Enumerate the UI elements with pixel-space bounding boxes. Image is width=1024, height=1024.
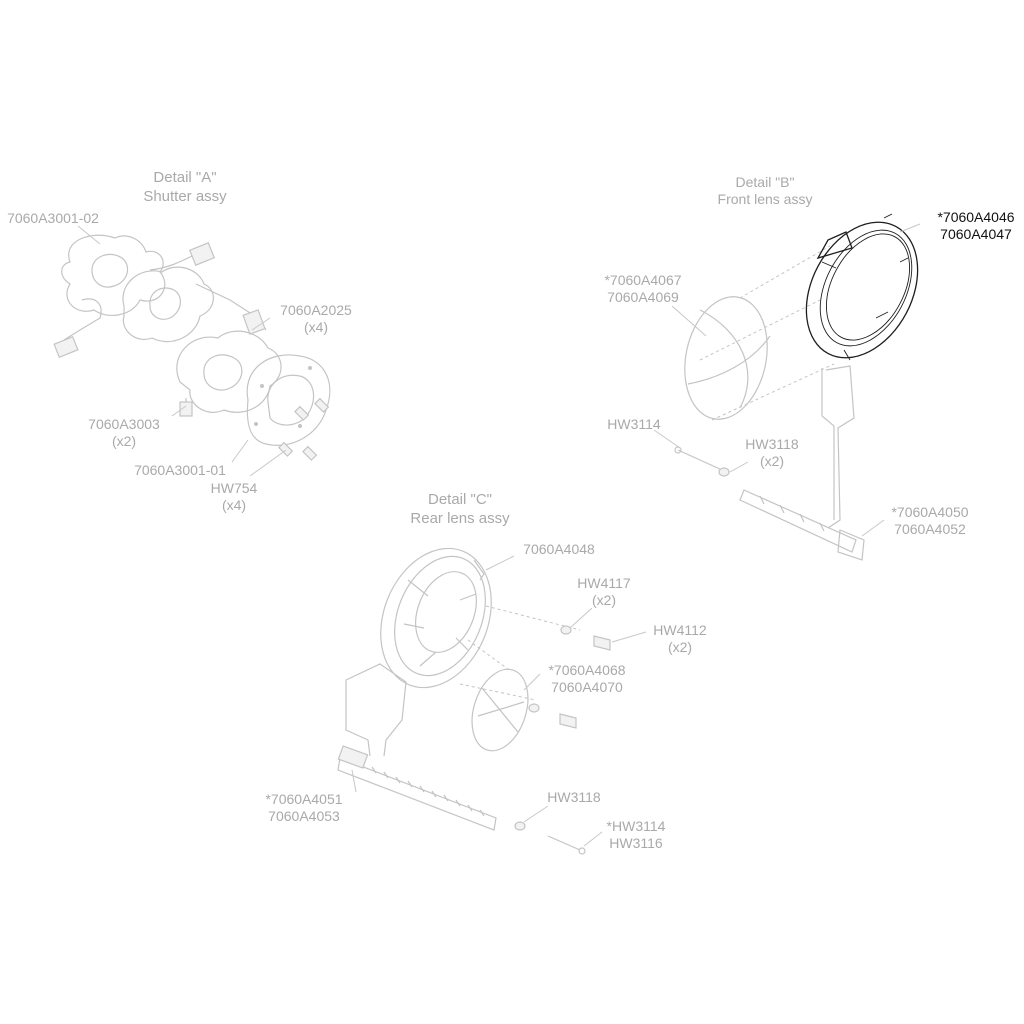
part-quantity: (x2)	[759, 453, 785, 469]
part-number-alt: 7060A4070	[551, 679, 623, 695]
part-number: 7060A4048	[523, 541, 595, 557]
rear-lens-assembly	[337, 547, 647, 855]
part-number: HW3114	[607, 416, 661, 432]
callout-c4: *7060A4068 7060A4070	[536, 662, 638, 696]
callout-a4: 7060A3001-01	[124, 462, 236, 479]
part-number: 7060A3001-02	[7, 210, 99, 226]
callout-c1: 7060A4048	[512, 541, 606, 558]
rear-lens-bracket	[345, 663, 407, 757]
part-number-alt: 7060A4053	[268, 808, 340, 824]
part-number: *7060A4051	[265, 791, 343, 807]
detail-a-title: Detail "A"	[153, 169, 217, 186]
detail-c-subtitle: Rear lens assy	[410, 510, 510, 527]
callout-b3: HW3114	[596, 416, 672, 433]
detail-c-title: Detail "C"	[428, 491, 492, 508]
callout-a3: 7060A3003 (x2)	[76, 416, 172, 450]
part-number: HW4112	[653, 622, 707, 638]
part-number: *7060A4067	[604, 272, 682, 288]
part-number-alt: 7060A4047	[940, 226, 1012, 242]
callout-b2: *7060A4067 7060A4069	[592, 272, 694, 306]
part-number: HW4117	[577, 575, 631, 591]
callout-a2: 7060A2025 (x4)	[268, 302, 364, 336]
part-number: HW754	[210, 480, 258, 496]
rear-lens-housing	[380, 547, 492, 689]
part-quantity: (x2)	[111, 433, 137, 449]
callout-c5: *7060A4051 7060A4053	[252, 791, 356, 825]
front-lens-ring-highlighted	[805, 213, 919, 361]
front-hardware	[674, 446, 730, 477]
callout-c2: HW4117 (x2)	[566, 575, 642, 609]
part-quantity: (x4)	[303, 319, 329, 335]
shutter-mount-plate	[246, 354, 331, 446]
part-quantity: (x2)	[591, 592, 617, 608]
callout-c3: HW4112 (x2)	[642, 622, 718, 656]
part-number-alt: HW3116	[609, 835, 663, 851]
callout-b4: HW3118 (x2)	[734, 436, 810, 470]
front-lens-assembly	[653, 213, 921, 561]
rear-hardware	[514, 625, 611, 855]
part-number-alt: 7060A4052	[894, 521, 966, 537]
detail-a-subtitle: Shutter assy	[143, 188, 227, 205]
callout-c6: HW3118	[536, 789, 612, 806]
detail-b-heading: Detail "B" Front lens assy	[700, 174, 830, 208]
front-lens-element	[684, 296, 771, 420]
rear-rack-rail	[337, 745, 497, 831]
callout-b5: *7060A4050 7060A4052	[880, 504, 980, 538]
part-number: HW3118	[547, 789, 601, 805]
part-number: 7060A3001-01	[134, 462, 226, 478]
part-number: 7060A3003	[88, 416, 160, 432]
front-guide-rail	[739, 489, 865, 561]
part-number: *7060A4068	[548, 662, 626, 678]
part-number: 7060A2025	[280, 302, 352, 318]
part-number: HW3118	[745, 436, 799, 452]
part-quantity: (x4)	[221, 497, 247, 513]
shutter-blade-rear	[53, 234, 216, 359]
front-lens-bracket	[821, 365, 855, 529]
callout-a1: 7060A3001-02	[0, 210, 106, 227]
callout-a5: HW754 (x4)	[196, 480, 272, 514]
detail-a-heading: Detail "A" Shutter assy	[130, 168, 240, 206]
detail-c-heading: Detail "C" Rear lens assy	[400, 490, 520, 528]
part-quantity: (x2)	[667, 639, 693, 655]
part-number: *7060A4050	[891, 504, 969, 520]
callout-c7: *HW3114 HW3116	[596, 818, 676, 852]
detail-b-title: Detail "B"	[735, 174, 795, 190]
shutter-blade-middle	[122, 266, 267, 343]
callout-b1-highlighted: *7060A4046 7060A4047	[928, 209, 1024, 243]
rear-lens-element	[471, 668, 529, 752]
part-number-alt: 7060A4069	[607, 289, 679, 305]
shutter-blade-front	[176, 330, 282, 417]
detail-b-subtitle: Front lens assy	[717, 191, 813, 207]
part-number: *7060A4046	[937, 209, 1015, 225]
part-number: *HW3114	[606, 818, 666, 834]
hw754-screws	[278, 397, 330, 461]
shutter-assembly	[53, 225, 331, 477]
